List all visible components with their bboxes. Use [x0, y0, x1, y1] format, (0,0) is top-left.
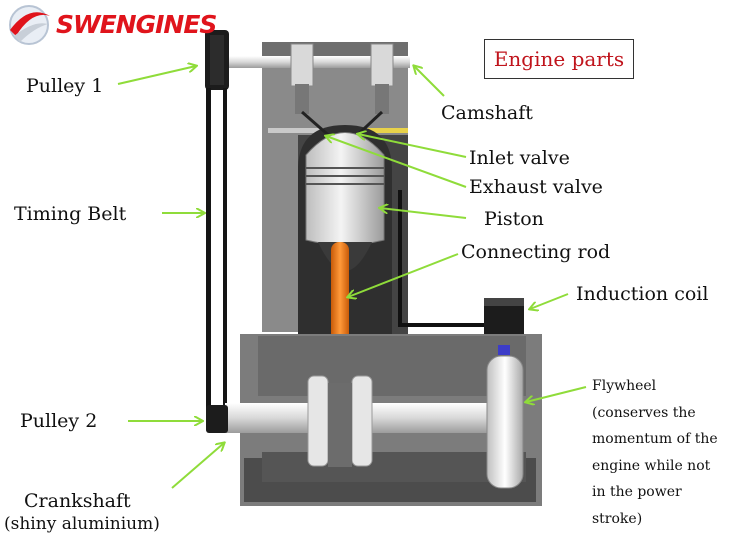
flywheel-line: (conserves the	[592, 404, 696, 421]
title-box: Engine parts	[484, 39, 634, 79]
label-crankshaft-note: (shiny aluminium)	[4, 514, 160, 534]
arrow-crankshaft	[171, 443, 224, 489]
timing-belt	[206, 88, 227, 410]
label-pulley-2: Pulley 2	[20, 410, 98, 432]
callout-arrows	[117, 66, 587, 489]
label-camshaft: Camshaft	[441, 102, 533, 124]
pulley-1	[205, 30, 229, 90]
label-flywheel: Flywheel (conserves the momentum of the …	[592, 373, 736, 532]
arrow-camshaft	[414, 66, 445, 97]
flywheel-line: momentum of the	[592, 431, 718, 447]
label-timing-belt: Timing Belt	[14, 203, 127, 225]
arrow-exhaust-valve	[326, 136, 467, 188]
label-inlet-valve: Inlet valve	[469, 147, 570, 169]
swoosh-globe-icon	[9, 5, 50, 45]
crankshaft	[225, 375, 515, 467]
label-exhaust-valve: Exhaust valve	[469, 176, 603, 198]
flywheel	[486, 355, 524, 489]
flywheel-line: engine while not	[592, 457, 711, 474]
arrow-connecting-rod	[348, 253, 459, 297]
arrow-inlet-valve	[358, 134, 467, 158]
flywheel-line: Flywheel	[592, 378, 657, 394]
label-pulley-1: Pulley 1	[26, 75, 104, 97]
label-crankshaft: Crankshaft	[24, 490, 131, 512]
label-induction-coil: Induction coil	[576, 283, 709, 305]
arrow-induction-coil	[530, 293, 569, 309]
arrow-piston	[380, 208, 467, 219]
arrow-pulley1	[117, 66, 196, 85]
label-connecting-rod: Connecting rod	[461, 241, 611, 263]
flywheel-line: in the power	[592, 484, 682, 500]
logo: SWENGINES	[4, 2, 217, 48]
diagram-title: Engine parts	[493, 47, 625, 71]
pulley-2	[206, 405, 228, 433]
arrow-flywheel	[526, 386, 587, 402]
induction-coil	[398, 190, 524, 338]
flywheel-line: stroke)	[592, 510, 643, 527]
logo-text: SWENGINES	[56, 10, 217, 39]
label-piston: Piston	[484, 208, 544, 230]
